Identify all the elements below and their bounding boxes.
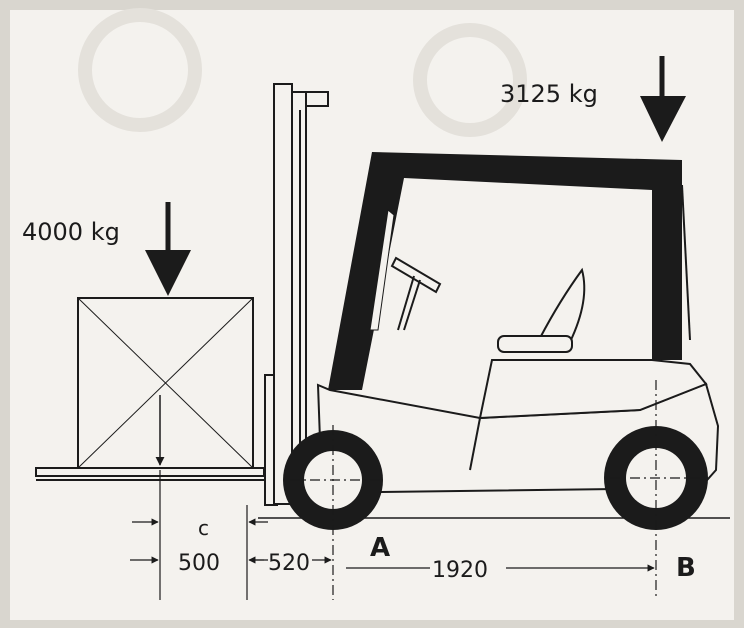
steering-wheel [390,256,442,331]
bleed-through-marks [78,8,527,137]
point-b-label: B [676,553,696,583]
dimension-arrows [130,518,655,572]
dimension-1920-label: 1920 [432,558,488,583]
dimension-c-label: c [198,516,209,540]
dimension-500-label: 500 [178,551,220,576]
load-arrows [145,56,686,296]
rear-load-label: 3125 kg [500,80,598,108]
front-load-label: 4000 kg [22,218,120,246]
overhead-guard [328,152,682,390]
extension-lines [159,470,248,600]
point-a-label: A [370,533,390,563]
cab-window [369,209,395,331]
dimension-520-label: 520 [268,551,310,576]
mast [264,83,329,506]
axle-center-lines [290,380,700,600]
load-box [77,297,254,469]
rear-post-edge [681,184,691,341]
seat [497,267,586,353]
